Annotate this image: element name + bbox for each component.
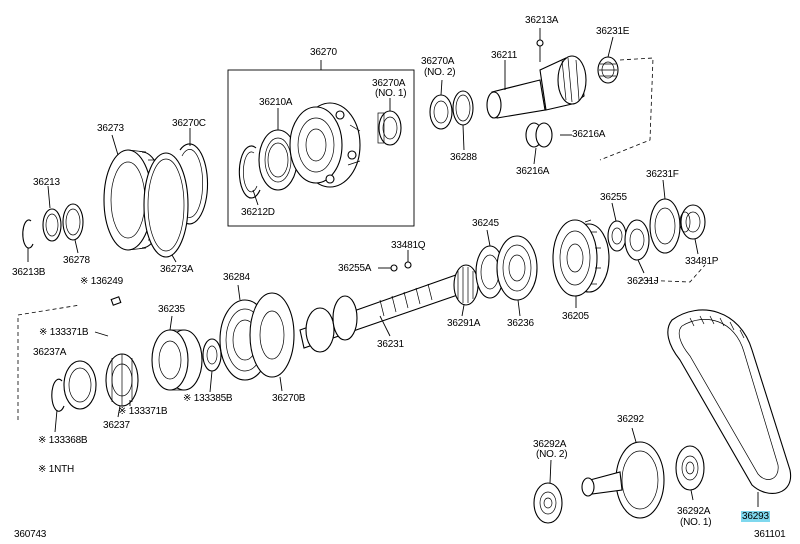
- part-36231-shaft: [299, 269, 473, 353]
- label-36231[interactable]: 36231: [377, 339, 404, 350]
- part-36255A-ball: [390, 264, 398, 272]
- label-36270B[interactable]: 36270B: [272, 393, 306, 404]
- label-36292A-no2-sub: (NO. 2): [536, 449, 568, 460]
- label-36255A[interactable]: 36255A: [338, 263, 372, 274]
- label-136249[interactable]: ※ 136249: [80, 276, 123, 287]
- label-36273[interactable]: 36273: [97, 123, 124, 134]
- assembly-guide-upper: [599, 57, 654, 161]
- part-36291A: [453, 264, 479, 306]
- part-36231E: [597, 56, 619, 84]
- label-36270[interactable]: 36270: [310, 47, 337, 58]
- label-36216A-a[interactable]: 36216A: [572, 129, 606, 140]
- label-36216A-b[interactable]: 36216A: [516, 166, 550, 177]
- label-33481Q[interactable]: 33481Q: [391, 240, 426, 251]
- part-36270A-no2: [429, 94, 453, 130]
- label-36212D[interactable]: 36212D: [241, 207, 275, 218]
- label-33481P[interactable]: 33481P: [685, 256, 719, 267]
- part-36231F: [649, 198, 681, 254]
- label-36292A-no2[interactable]: 36292A: [533, 439, 567, 450]
- label-36231E[interactable]: 36231E: [596, 26, 630, 37]
- label-36231F[interactable]: 36231F: [646, 169, 679, 180]
- label-36237A[interactable]: 36237A: [33, 347, 67, 358]
- label-36291A[interactable]: 36291A: [447, 318, 481, 329]
- label-36211[interactable]: 36211: [491, 50, 518, 61]
- part-133385B: [202, 338, 222, 372]
- part-33481Q-ball: [404, 261, 412, 269]
- label-36270A-no1-sub: (NO. 1): [375, 88, 407, 99]
- label-36270C[interactable]: 36270C: [172, 118, 206, 129]
- label-36270A-no2-sub: (NO. 2): [424, 67, 456, 78]
- part-36212D: [238, 145, 261, 199]
- label-36213[interactable]: 36213: [33, 177, 60, 188]
- part-36270B: [249, 292, 295, 378]
- label-36292A-no1[interactable]: 36292A: [677, 506, 711, 517]
- label-36205[interactable]: 36205: [562, 311, 589, 322]
- part-36273A: [143, 152, 189, 258]
- ref-right: 361101: [754, 529, 786, 540]
- label-36292[interactable]: 36292: [617, 414, 644, 425]
- part-36278: [62, 203, 84, 241]
- label-36235[interactable]: 36235: [158, 304, 185, 315]
- part-36236: [496, 235, 538, 301]
- label-36210A[interactable]: 36210A: [259, 97, 293, 108]
- label-133371B-b[interactable]: ※ 133371B: [118, 406, 168, 417]
- part-36292A-no2: [533, 482, 563, 524]
- part-133368B: [51, 378, 65, 412]
- label-36231J[interactable]: 36231J: [627, 276, 659, 287]
- part-36213: [42, 208, 62, 242]
- assembly-guide-right: [639, 264, 706, 283]
- label-36273A[interactable]: 36273A: [160, 264, 194, 275]
- label-133371B-a[interactable]: ※ 133371B: [39, 327, 89, 338]
- label-36270A-no2[interactable]: 36270A: [421, 56, 455, 67]
- label-1NTH: ※ 1NTH: [38, 464, 75, 475]
- part-36237A: [63, 360, 97, 410]
- leader-lines: [27, 60, 759, 507]
- part-36288: [452, 90, 474, 126]
- part-36270A-no1: [377, 110, 402, 146]
- label-36236[interactable]: 36236: [507, 318, 534, 329]
- label-36255[interactable]: 36255: [600, 192, 627, 203]
- part-36292: [581, 441, 665, 519]
- label-36245[interactable]: 36245: [472, 218, 499, 229]
- part-133371B-key: [110, 296, 122, 306]
- label-133368B[interactable]: ※ 133368B: [38, 435, 88, 446]
- label-36292A-no1-sub: (NO. 1): [680, 517, 712, 528]
- label-133385B[interactable]: ※ 133385B: [183, 393, 233, 404]
- label-36213A-top[interactable]: 36213A: [525, 15, 559, 26]
- part-36293-chain: [667, 309, 792, 494]
- part-36255: [607, 220, 627, 252]
- part-36237: [105, 353, 139, 407]
- label-36293[interactable]: 36293: [741, 511, 770, 522]
- part-36292A-no1: [675, 445, 705, 491]
- part-33481P: [679, 204, 706, 240]
- label-36288[interactable]: 36288: [450, 152, 477, 163]
- part-36270-carrier: [289, 102, 361, 188]
- label-36270A-no1[interactable]: 36270A: [372, 78, 406, 89]
- part-36211: [486, 55, 587, 119]
- part-36235: [151, 329, 203, 391]
- label-36284[interactable]: 36284: [223, 272, 250, 283]
- part-36213B: [22, 219, 34, 249]
- label-36278[interactable]: 36278: [63, 255, 90, 266]
- part-36213A-ball: [536, 39, 544, 47]
- label-36213B[interactable]: 36213B: [12, 267, 46, 278]
- label-36237[interactable]: 36237: [103, 420, 130, 431]
- part-36231J: [624, 219, 650, 261]
- assembly-guide-left: [17, 304, 81, 420]
- part-36205: [552, 219, 610, 297]
- part-36216A: [525, 122, 553, 148]
- ref-left: 360743: [14, 529, 47, 540]
